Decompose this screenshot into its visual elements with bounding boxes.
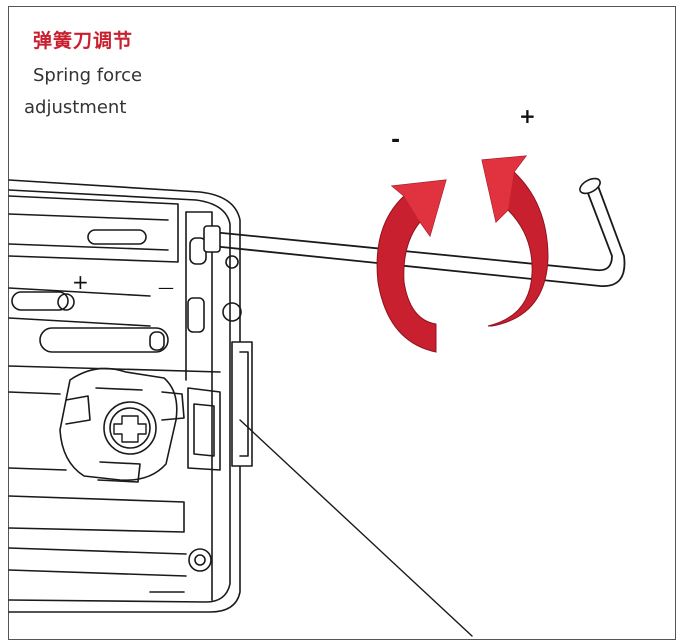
- bracket-plus-mark: +: [72, 270, 89, 294]
- title-chinese: 弹簧刀调节: [33, 30, 134, 52]
- title-english-line1: Spring force: [33, 65, 143, 86]
- title-english: Spring force adjustment: [24, 60, 204, 124]
- arrow-decrease-icon: [376, 179, 447, 353]
- spring-bracket: [8, 179, 253, 613]
- title-english-line2: adjustment: [24, 97, 127, 118]
- decrease-label: -: [391, 128, 401, 153]
- increase-label: +: [519, 104, 536, 128]
- bracket-minus-mark: —: [158, 278, 174, 297]
- arrow-increase-icon: [481, 155, 549, 327]
- phillips-screw-icon: [103, 401, 157, 455]
- hex-key-icon: [203, 177, 626, 287]
- leader-line: [239, 419, 473, 637]
- diagram-frame: [8, 6, 676, 640]
